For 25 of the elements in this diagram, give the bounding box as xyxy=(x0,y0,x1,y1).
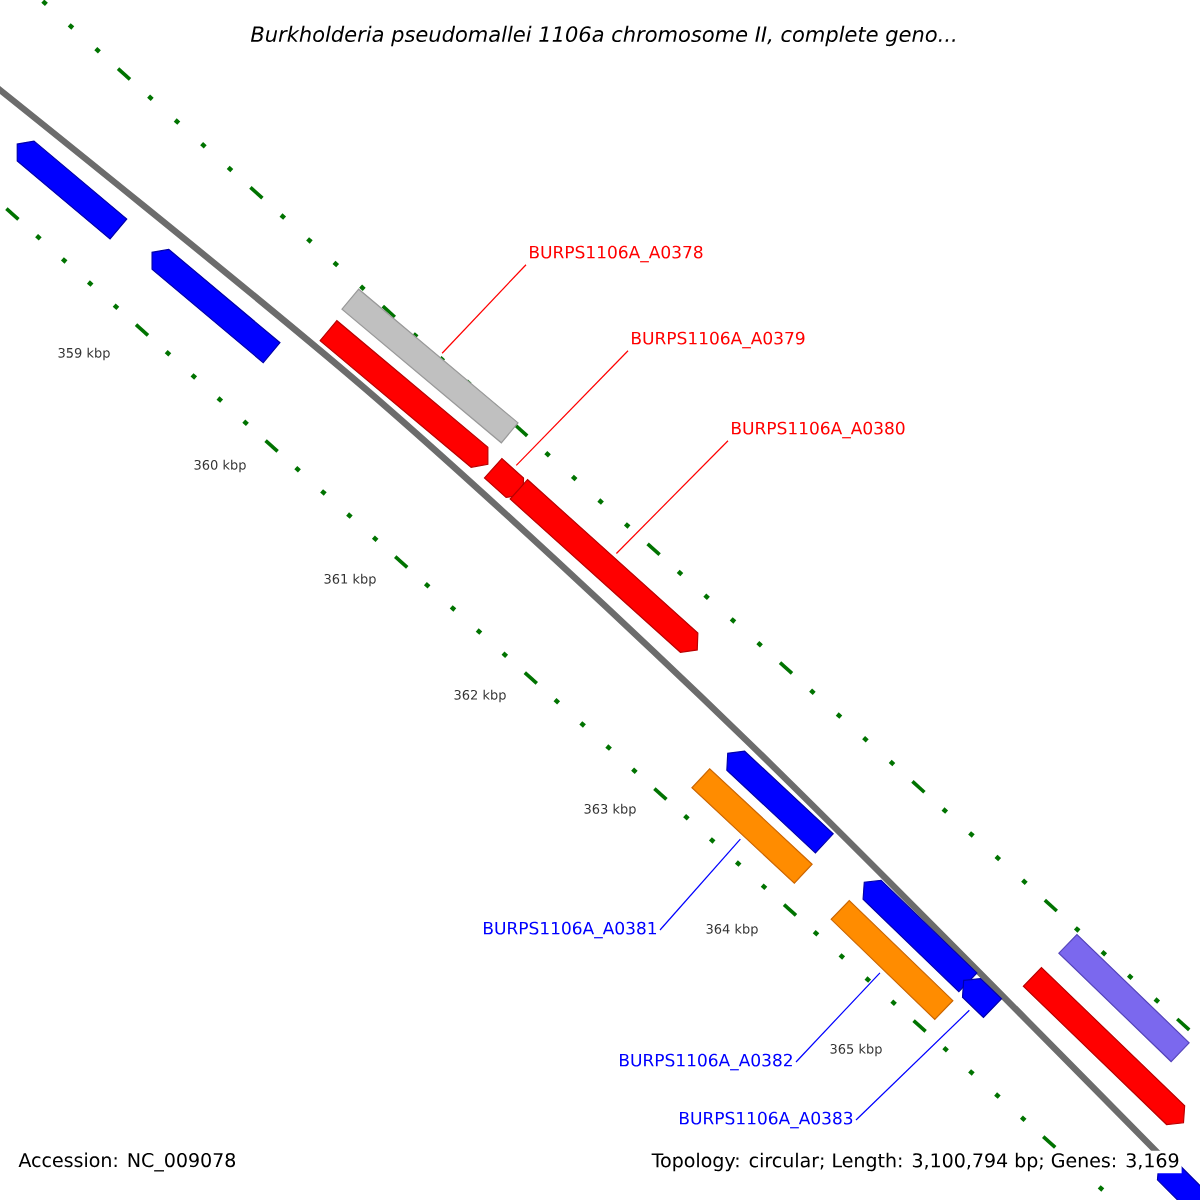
gene-bar xyxy=(341,288,519,444)
leader-line xyxy=(615,440,729,555)
accession-text: Accession: NC_009078 xyxy=(16,1150,239,1174)
gene-block xyxy=(16,140,128,240)
gene-label: BURPS1106A_A0382 xyxy=(620,1053,792,1071)
leader-line xyxy=(855,1009,970,1121)
gene-label: BURPS1106A_A0380 xyxy=(732,421,905,439)
leader-line xyxy=(441,264,527,354)
gene-bar xyxy=(1058,933,1190,1063)
gene-block xyxy=(319,319,489,468)
leader-line xyxy=(795,972,881,1063)
summary-text: Topology: circular; Length: 3,100,794 bp; Genes: 3,169 xyxy=(649,1150,1182,1174)
gene-label: BURPS1106A_A0378 xyxy=(530,245,703,263)
title: Burkholderia pseudomallei 1106a chromosome II, complete geno... xyxy=(248,23,960,49)
gene-block xyxy=(726,750,834,854)
gene-block xyxy=(1022,966,1186,1126)
gene-block xyxy=(151,248,281,364)
gene-label: BURPS1106A_A0379 xyxy=(632,331,805,349)
gene-block xyxy=(509,478,699,653)
leader-line xyxy=(659,838,741,931)
gene-label: BURPS1106A_A0383 xyxy=(680,1111,853,1129)
gene-block xyxy=(862,879,978,993)
gene-label: BURPS1106A_A0381 xyxy=(484,921,656,939)
leader-line xyxy=(515,350,629,466)
gene-block xyxy=(961,977,1003,1019)
